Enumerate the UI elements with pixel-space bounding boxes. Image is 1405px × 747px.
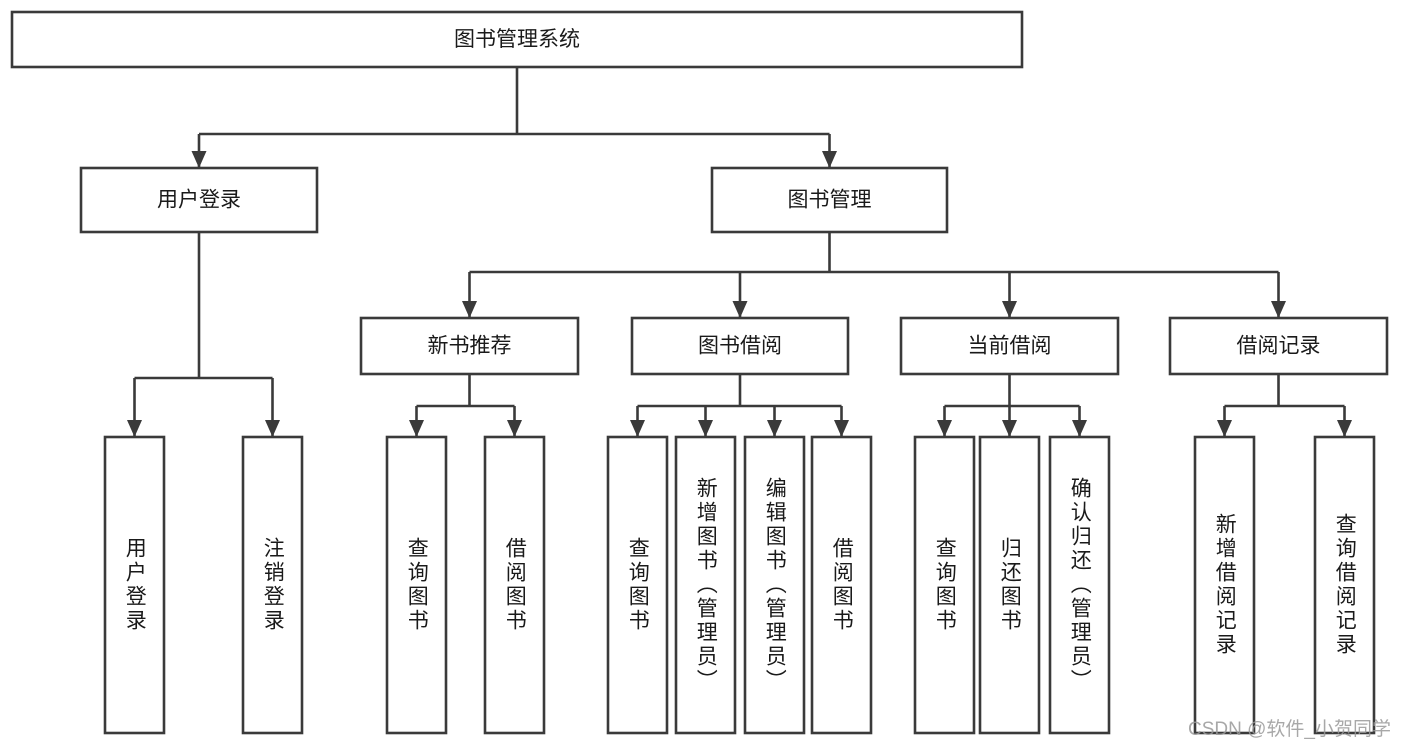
arrow-head-current-borrow-to-leaves-2 [1072,420,1087,437]
arrow-head-new-book-recommend-to-leaves-1 [507,420,522,437]
arrow-head-root-to-level2-1 [822,151,837,168]
node-box-leaf-confirm-return-admin[interactable] [1048,435,1111,735]
node-box-leaf-borrow-book-new[interactable] [483,435,546,735]
arrow-head-userlogin-to-leaves-1 [265,420,280,437]
node-box-book-borrow[interactable] [630,316,850,376]
node-box-leaf-query-book-borrow[interactable] [606,435,669,735]
node-box-leaf-logout[interactable] [241,435,304,735]
node-label-borrow-record: 借阅记录 [1237,335,1321,358]
node-label-current-borrow: 当前借阅 [968,335,1052,358]
arrow-head-borrow-record-to-leaves-1 [1337,420,1352,437]
arrow-head-bookmgmt-to-level3-2 [1002,301,1017,318]
node-box-book-management[interactable] [710,166,949,234]
node-box-leaf-query-book-new[interactable] [385,435,448,735]
node-box-new-book-recommend[interactable] [359,316,580,376]
arrow-head-current-borrow-to-leaves-1 [1002,420,1017,437]
arrow-head-borrow-record-to-leaves-0 [1217,420,1232,437]
node-label-user-login: 用户登录 [157,189,241,212]
node-box-leaf-query-book-current[interactable] [913,435,976,735]
node-label-root: 图书管理系统 [454,28,580,51]
node-box-leaf-add-borrow-record[interactable] [1193,435,1256,735]
node-box-user-login[interactable] [79,166,319,234]
arrow-head-bookmgmt-to-level3-3 [1271,301,1286,318]
arrow-head-book-borrow-to-leaves-2 [767,420,782,437]
arrow-head-current-borrow-to-leaves-0 [937,420,952,437]
connectors-layer [127,67,1352,437]
boxes-layer [10,10,1389,735]
node-label-book-management: 图书管理 [788,189,872,212]
node-label-new-book-recommend: 新书推荐 [428,335,512,358]
csdn-watermark: CSDN @软件_小贺同学 [1188,719,1391,740]
node-box-leaf-return-book[interactable] [978,435,1041,735]
node-box-root[interactable] [10,10,1024,69]
arrow-head-bookmgmt-to-level3-1 [732,301,748,318]
node-box-current-borrow[interactable] [899,316,1120,376]
node-box-leaf-edit-book-admin[interactable] [743,435,806,735]
arrow-head-book-borrow-to-leaves-0 [630,420,645,437]
arrow-head-book-borrow-to-leaves-1 [698,420,713,437]
arrow-head-bookmgmt-to-level3-0 [462,301,477,318]
arrow-head-root-to-level2-0 [191,151,207,168]
node-box-leaf-add-book-admin[interactable] [674,435,737,735]
arrow-head-book-borrow-to-leaves-3 [834,420,849,437]
node-label-book-borrow: 图书借阅 [698,335,782,358]
node-box-leaf-query-borrow-record[interactable] [1313,435,1376,735]
node-box-leaf-borrow-book[interactable] [810,435,873,735]
arrow-head-new-book-recommend-to-leaves-0 [409,420,424,437]
node-box-borrow-record[interactable] [1168,316,1389,376]
arrow-head-userlogin-to-leaves-0 [127,420,142,437]
node-box-leaf-user-login[interactable] [103,435,166,735]
